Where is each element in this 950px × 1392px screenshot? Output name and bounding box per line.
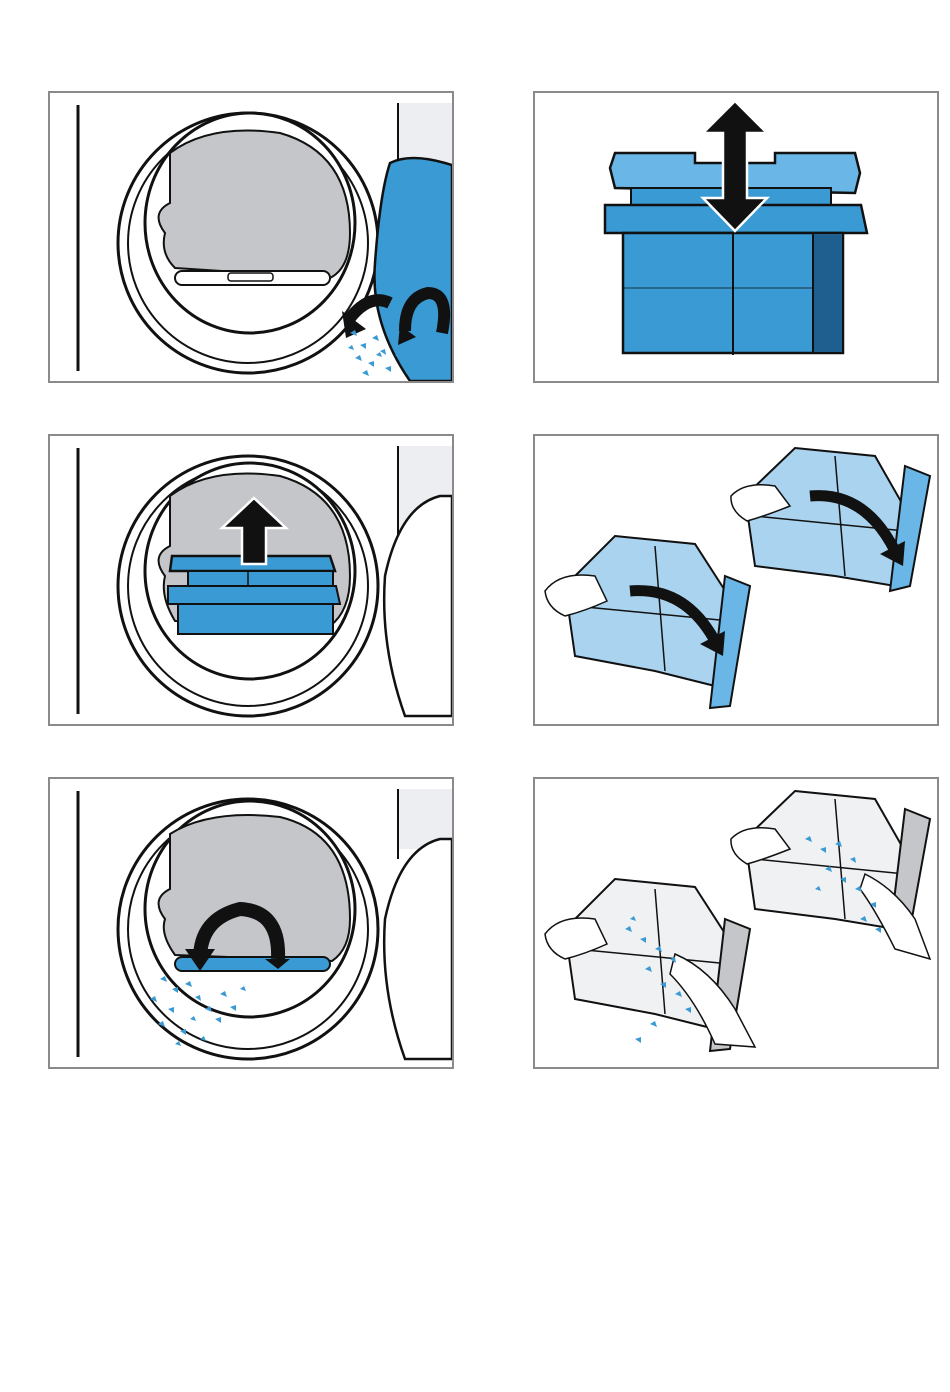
- filter-housing-cleaning-illustration: [50, 779, 452, 1067]
- illustration-panel-3: [48, 434, 454, 726]
- illustration-panel-6: [533, 777, 939, 1069]
- filter-separation-illustration: [535, 93, 937, 381]
- filter-lift-out-illustration: [50, 436, 452, 724]
- illustration-panel-2: [533, 91, 939, 383]
- illustration-panel-5: [48, 777, 454, 1069]
- illustration-panel-4: [533, 434, 939, 726]
- filter-lint-removal-illustration: [535, 779, 937, 1067]
- illustration-panel-1: [48, 91, 454, 383]
- dryer-door-lint-illustration: [50, 93, 452, 381]
- filter-opening-illustration: [535, 436, 937, 724]
